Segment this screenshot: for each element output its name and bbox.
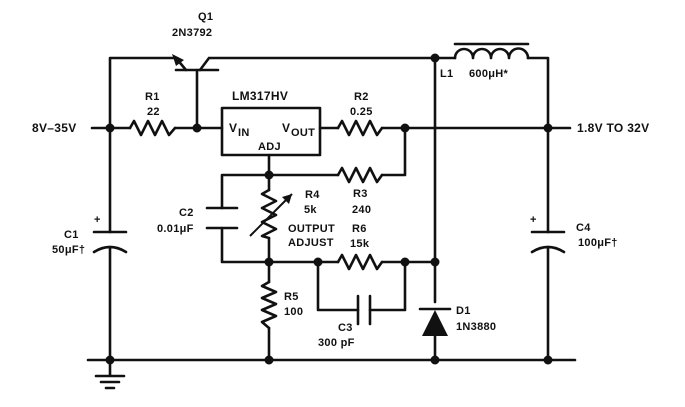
r1-ref: R1 [145, 91, 160, 103]
junction-dot [430, 53, 440, 63]
c1-ref: C1 [64, 229, 79, 241]
c4-value: 100μF† [578, 237, 618, 249]
capacitor-c4: + C4 100μF† [530, 214, 618, 254]
junction-dot [430, 257, 440, 267]
junction-dot [400, 257, 410, 267]
d1-value: 1N3880 [456, 321, 496, 333]
r2-ref: R2 [354, 91, 369, 103]
resistor-r5: R5 100 [260, 280, 303, 330]
c4-polarity: + [530, 214, 537, 226]
adj-pin-label: ADJ [258, 141, 281, 153]
c1-value: 50μF† [52, 244, 85, 256]
c1-polarity: + [94, 214, 101, 226]
potentiometer-r4: R4 5k OUTPUT ADJUST [249, 188, 335, 249]
vout-pin-sub: OUT [291, 127, 315, 139]
transistor-q1: Q1 2N3792 [172, 11, 220, 72]
r1-value: 22 [147, 106, 160, 118]
resistor-r1: R1 22 [128, 91, 177, 137]
r3-value: 240 [352, 204, 371, 216]
output-voltage-label: 1.8V TO 32V [577, 121, 649, 135]
capacitor-c2: C2 0.01μF [157, 206, 239, 235]
output-adjust-line2: ADJUST [288, 237, 334, 249]
inductor-l1: L1 600μH* [440, 42, 530, 80]
capacitor-c1: + C1 50μF† [52, 214, 128, 256]
input-voltage-label: 8V–35V [32, 121, 77, 135]
l1-ref: L1 [440, 68, 453, 80]
regulator-label: LM317HV [232, 89, 288, 103]
q1-value: 2N3792 [172, 27, 212, 39]
junction-dot [264, 170, 274, 180]
d1-ref: D1 [456, 305, 471, 317]
junction-dot [400, 123, 410, 133]
junction-dot [430, 355, 440, 365]
output-adjust-line1: OUTPUT [288, 223, 335, 235]
c3-value: 300 pF [318, 337, 355, 349]
resistor-r2: R2 0.25 [336, 91, 384, 137]
vout-pin-label: V [282, 121, 290, 135]
c4-ref: C4 [576, 222, 591, 234]
junction-dot [543, 355, 553, 365]
r4-ref: R4 [305, 189, 320, 201]
junction-dot [192, 123, 202, 133]
r5-value: 100 [284, 306, 303, 318]
ground-icon [94, 374, 126, 390]
junction-dot [105, 123, 115, 133]
resistor-r6: R6 15k [336, 223, 384, 271]
wires [86, 56, 577, 377]
r6-ref: R6 [352, 223, 367, 235]
junction-dot [264, 355, 274, 365]
resistor-r3: R3 240 [336, 166, 384, 216]
junction-dot [264, 257, 274, 267]
q1-ref: Q1 [198, 11, 213, 23]
c2-ref: C2 [179, 207, 194, 219]
junction-dot [313, 257, 323, 267]
junction-dot [105, 355, 115, 365]
diode-d1: D1 1N3880 [418, 305, 496, 336]
c3-ref: C3 [338, 322, 353, 334]
junction-dots [105, 53, 553, 365]
r5-ref: R5 [284, 291, 299, 303]
junction-dot [543, 123, 553, 133]
r2-value: 0.25 [350, 106, 373, 118]
vin-pin-label: V [229, 121, 237, 135]
capacitor-c3: C3 300 pF [318, 294, 372, 349]
r6-value: 15k [350, 238, 370, 250]
vin-pin-sub: IN [238, 127, 250, 139]
l1-value: 600μH* [469, 68, 509, 80]
r3-ref: R3 [353, 188, 368, 200]
r4-value: 5k [304, 204, 317, 216]
regulator-lm317hv: LM317HV V IN V OUT ADJ [220, 89, 322, 157]
c2-value: 0.01μF [157, 223, 194, 235]
